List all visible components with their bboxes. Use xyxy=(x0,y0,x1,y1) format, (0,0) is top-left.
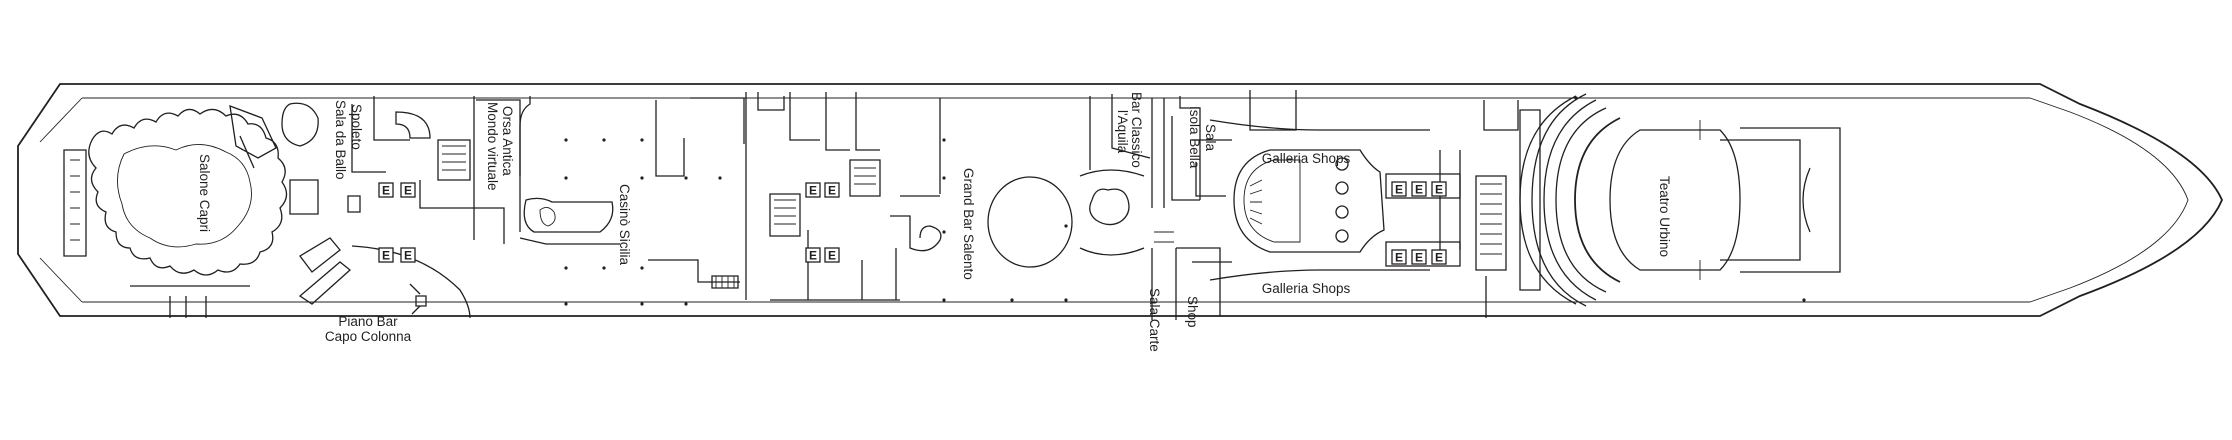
label-sala-isola-bella-line2: Isola Bella xyxy=(1187,106,1202,169)
label-casino-sicilia: Casinò Sicilia xyxy=(617,184,632,266)
label-galleria-shops-bottom: Galleria Shops xyxy=(1262,281,1351,296)
label-sala-carte: Sala Carte xyxy=(1147,288,1162,352)
elevator-icon: E xyxy=(404,184,412,198)
galleria-shops-area xyxy=(1192,119,1461,281)
label-shop: Shop xyxy=(1185,296,1200,328)
elevator-group-mid-lower: E E xyxy=(805,247,840,263)
elevator-icon: E xyxy=(382,184,390,198)
label-sala-da-ballo-line2: Spoleto xyxy=(349,104,364,150)
elevator-icon: E xyxy=(1435,183,1443,197)
elevator-icon: E xyxy=(1395,183,1403,197)
ship-hull-outline xyxy=(17,83,2223,317)
column-markers xyxy=(564,96,1806,306)
elevator-group-aft-lower: E E xyxy=(378,247,416,263)
elevator-group-mid-upper: E E xyxy=(805,182,840,198)
label-galleria-shops-top: Galleria Shops xyxy=(1262,151,1351,166)
elevator-icon: E xyxy=(1395,251,1403,265)
aft-lounge-area xyxy=(63,102,361,318)
elevator-group-fwd-upper: E E E xyxy=(1385,173,1461,199)
elevator-icon: E xyxy=(1435,251,1443,265)
label-grand-bar-salento: Grand Bar Salento xyxy=(961,168,976,280)
label-sala-isola-bella-line1: Sala xyxy=(1203,124,1218,152)
bar-classico-area xyxy=(1089,90,1297,208)
elevator-icon: E xyxy=(1415,251,1423,265)
label-piano-bar-line1: Piano Bar xyxy=(338,314,398,329)
sala-carte-shop-area xyxy=(1151,231,1221,320)
casino-area xyxy=(519,96,745,289)
forward-stair-core xyxy=(1475,100,1541,318)
elevator-icon: E xyxy=(828,184,836,198)
label-teatro-urbino: Teatro Urbino xyxy=(1657,176,1672,257)
teatro-urbino-area xyxy=(1519,93,1841,307)
elevator-icon: E xyxy=(828,249,836,263)
grand-bar-salento-area xyxy=(987,169,1145,268)
label-bar-classico-line2: l'Aquila xyxy=(1115,110,1130,154)
label-mondo-virtuale-line2: Orsa Antica xyxy=(500,106,515,176)
label-salone-capri: Salone Capri xyxy=(197,154,212,232)
label-piano-bar-line2: Capo Colonna xyxy=(325,329,412,344)
label-mondo-virtuale-line1: Mondo virtuale xyxy=(485,102,500,191)
elevator-icon: E xyxy=(809,249,817,263)
elevator-icon: E xyxy=(809,184,817,198)
label-bar-classico-line1: Bar Classico xyxy=(1129,92,1144,168)
elevator-icon: E xyxy=(404,249,412,263)
elevator-group-aft-upper: E E xyxy=(378,182,416,198)
elevator-group-fwd-lower: E E E xyxy=(1385,241,1461,267)
label-sala-da-ballo-line1: Sala da Ballo xyxy=(333,100,348,180)
central-stair-lift-block xyxy=(745,92,942,301)
elevator-icon: E xyxy=(382,249,390,263)
elevator-icon: E xyxy=(1415,183,1423,197)
